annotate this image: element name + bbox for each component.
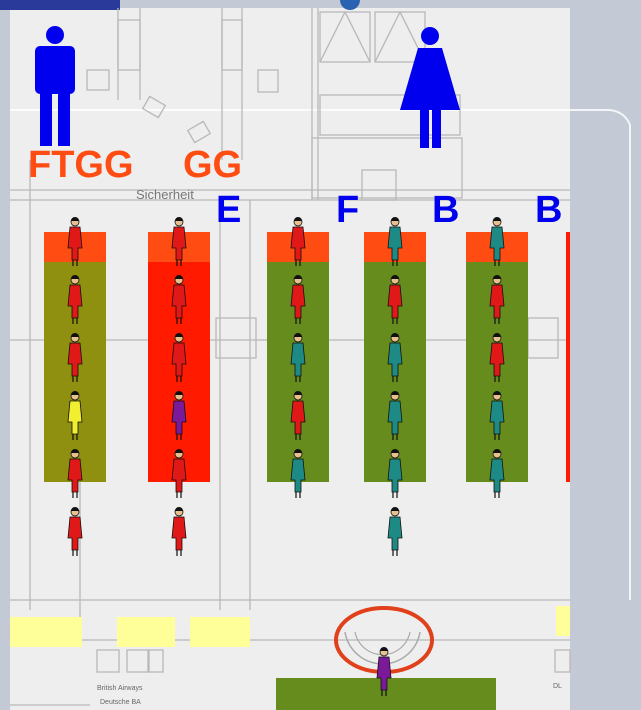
- female-person-icon: [400, 27, 460, 148]
- queue-person: [290, 449, 306, 498]
- queue-person: [489, 217, 505, 266]
- zone-label-left: FTGG: [28, 144, 134, 186]
- yellow-marker: [190, 617, 250, 647]
- queue-person: [171, 449, 187, 498]
- queue-person: [290, 217, 306, 266]
- queue-label-b1: B: [432, 189, 459, 231]
- queue-person: [290, 391, 306, 440]
- people: [67, 217, 505, 696]
- airline-label: Deutsche BA: [100, 699, 141, 706]
- queue-person: [290, 275, 306, 324]
- queue-person: [387, 449, 403, 498]
- queue-person: [171, 391, 187, 440]
- logo-fragment: [340, 0, 360, 10]
- queue-person: [387, 507, 403, 556]
- queue-person: [171, 333, 187, 382]
- queue-person: [387, 391, 403, 440]
- queue-person: [67, 217, 83, 266]
- queue-person: [489, 449, 505, 498]
- queue-person: [67, 507, 83, 556]
- queue-person: [489, 333, 505, 382]
- queue-person: [387, 275, 403, 324]
- queue-person: [67, 449, 83, 498]
- yellow-markers: [10, 606, 570, 647]
- queue-person: [171, 275, 187, 324]
- queue-lanes: [44, 232, 528, 482]
- queue-person: [67, 391, 83, 440]
- queue-person: [171, 507, 187, 556]
- queue-person: [67, 333, 83, 382]
- queue-label-e: E: [216, 189, 241, 231]
- queue-person: [387, 217, 403, 266]
- queue-lane-partial: [566, 232, 570, 482]
- queue-person: [489, 275, 505, 324]
- queue-person: [67, 275, 83, 324]
- queue-person: [387, 333, 403, 382]
- queue-person: [290, 333, 306, 382]
- male-person-icon: [35, 26, 75, 146]
- yellow-marker: [556, 606, 570, 636]
- yellow-marker: [117, 617, 175, 647]
- decorative-curve: [10, 109, 631, 600]
- security-label: Sicherheit: [136, 187, 194, 202]
- airline-label: DL: [553, 683, 562, 690]
- queue-person: [489, 391, 505, 440]
- top-bar: [0, 0, 120, 10]
- zone-label-right: GG: [183, 144, 242, 186]
- yellow-marker: [10, 617, 82, 647]
- queue-label-f: F: [336, 189, 359, 231]
- queue-person: [171, 217, 187, 266]
- queue-label-b2: B: [535, 189, 562, 231]
- airline-label: British Airways: [97, 685, 143, 692]
- highlighted-person: [376, 647, 392, 696]
